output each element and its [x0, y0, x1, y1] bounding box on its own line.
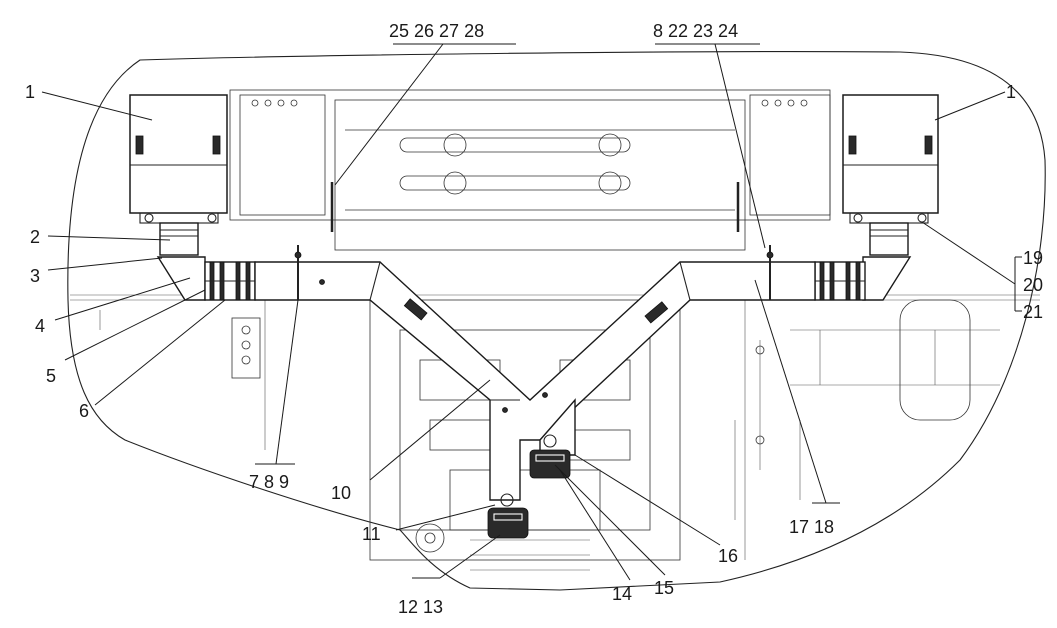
callout-1-left: 1	[25, 82, 35, 102]
callout-4: 4	[35, 316, 45, 336]
callout-6: 6	[79, 401, 89, 421]
heater-unit-right	[842, 94, 939, 224]
callout-20: 20	[1023, 275, 1043, 295]
callout-12-13: 12 13	[398, 597, 443, 617]
cab-outline	[67, 51, 1046, 591]
callout-1-right: 1	[1006, 82, 1016, 102]
connector-right	[862, 222, 912, 301]
clamps-left	[204, 261, 256, 301]
callout-21: 21	[1023, 302, 1043, 322]
callout-2: 2	[30, 227, 40, 247]
callout-17-18: 17 18	[789, 517, 834, 537]
callout-11: 11	[362, 524, 381, 544]
clamps-right	[814, 261, 866, 301]
callout-16: 16	[718, 546, 738, 566]
heater-unit-left	[129, 94, 228, 224]
callout-10: 10	[331, 483, 351, 503]
callout-7-8-9: 7 8 9	[249, 472, 289, 492]
callout-19: 19	[1023, 248, 1043, 268]
hanger-straps	[294, 182, 774, 300]
connector-left	[156, 222, 206, 301]
callout-25-28: 25 26 27 28	[389, 21, 484, 41]
callout-5: 5	[46, 366, 56, 386]
callout-14: 14	[612, 584, 632, 604]
callout-8-22-24: 8 22 23 24	[653, 21, 738, 41]
outlet-right-branch	[529, 398, 576, 479]
leader-lines	[41, 43, 1022, 581]
callout-3: 3	[30, 266, 40, 286]
outlet-left-branch	[487, 493, 529, 539]
callout-15: 15	[654, 578, 674, 598]
